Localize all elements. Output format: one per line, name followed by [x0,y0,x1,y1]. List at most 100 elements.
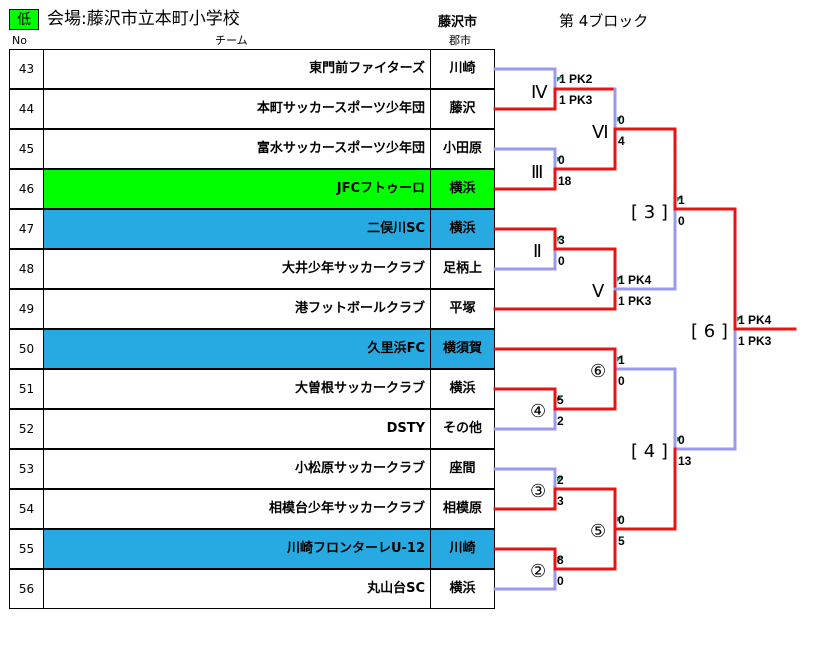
match-marker [677,197,682,202]
match-label-ii: Ⅱ [533,241,542,262]
team-city: 横須賀 [430,330,494,368]
team-city: 横浜 [430,210,494,248]
score-b4-top: 0 [678,433,685,447]
score-c6-top: 1 [618,353,625,367]
score-iii-top: 0 [558,153,565,167]
match-label-iii: Ⅲ [531,162,543,183]
score-c6-bottom: 0 [618,374,625,388]
score-b4-bottom: 13 [678,454,692,468]
team-number: 43 [10,50,44,88]
team-city: 川崎 [430,530,494,568]
team-city: 横浜 [430,570,494,608]
score-c5-top: 0 [618,513,625,527]
match-label-b4: [ 4 ] [631,441,668,462]
match-label-c6: ⑥ [590,361,606,382]
match-marker [557,397,562,402]
team-name: JFCフトゥーロ [44,170,430,208]
team-number: 56 [10,570,44,608]
host-city: 藤沢市 [438,15,478,30]
team-name: 丸山台SC [367,581,425,596]
score-iii-bottom: 18 [558,174,572,188]
team-row: 51 大曽根サッカークラブ横浜 [9,369,495,409]
team-number: 52 [10,410,44,448]
match-marker [617,517,622,522]
team-city: その他 [430,410,494,448]
score-ii-bottom: 0 [558,254,565,268]
match-label-b6: [ 6 ] [691,321,728,342]
team-name: 大井少年サッカークラブ [281,261,425,276]
score-iv-bottom: 1 PK3 [559,93,593,107]
team-name: 久里浜FC [44,330,430,368]
column-header-team: チーム [215,34,248,47]
score-vi-top: 0 [618,113,625,127]
venue-title: 会場:藤沢市立本町小学校 [47,9,240,29]
score-b6-top: 1 PK4 [738,313,772,327]
match-marker [557,157,562,162]
team-city: 横浜 [430,370,494,408]
score-c3-top: 2 [557,473,564,487]
team-city: 横浜 [430,170,494,208]
score-iv-top: 1 PK2 [559,72,593,86]
team-number: 50 [10,330,44,368]
match-label-c3: ③ [530,481,546,502]
team-number: 46 [10,170,44,208]
match-label-vi: Ⅵ [592,122,609,143]
team-number: 47 [10,210,44,248]
column-header-city: 郡市 [449,34,471,47]
team-name: 大曽根サッカークラブ [294,381,425,396]
match-label-c5: ⑤ [590,521,606,542]
score-c5-bottom: 5 [618,534,625,548]
team-number: 54 [10,490,44,528]
team-name: 港フットボールクラブ [294,301,425,316]
score-c3-bottom: 3 [557,494,564,508]
score-vi-bottom: 4 [618,134,625,148]
team-number: 48 [10,250,44,288]
match-label-iv: Ⅳ [531,82,548,103]
team-name: 富水サッカースポーツ少年団 [256,141,425,156]
score-ii-top: 3 [558,233,565,247]
match-label-c2: ② [530,561,546,582]
grade-badge: 低 [9,9,39,30]
team-number: 45 [10,130,44,168]
match-marker [677,437,682,442]
column-header-no: No [12,34,27,47]
match-marker [617,357,622,362]
team-name: 小松原サッカークラブ [294,461,425,476]
score-v-bottom: 1 PK3 [618,294,652,308]
team-row: 54 相模台少年サッカークラブ相模原 [9,489,495,529]
team-name: DSTY [386,421,425,436]
match-marker [737,317,742,322]
team-city: 座間 [430,450,494,488]
score-b3-top: 1 [678,193,685,207]
match-marker [617,117,622,122]
team-row: 48 大井少年サッカークラブ足柄上 [9,249,495,289]
team-city: 相模原 [430,490,494,528]
score-c4-top: 5 [557,393,564,407]
match-marker [557,557,562,562]
team-name: 東門前ファイターズ [309,61,425,76]
team-city: 足柄上 [430,250,494,288]
match-marker [557,237,562,242]
block-title: 第 4ブロック [559,12,649,30]
match-label-v: Ⅴ [592,281,605,302]
score-b3-bottom: 0 [678,214,685,228]
team-city: 平塚 [430,290,494,328]
score-c4-bottom: 2 [557,414,564,428]
team-number: 55 [10,530,44,568]
team-number: 51 [10,370,44,408]
match-label-c4: ④ [530,401,546,422]
team-name: 川崎フロンターレU-12 [44,530,430,568]
match-marker [617,277,622,282]
team-number: 44 [10,90,44,128]
team-name: 相模台少年サッカークラブ [268,501,425,516]
team-row: 56 丸山台SC 横浜 [9,569,495,609]
